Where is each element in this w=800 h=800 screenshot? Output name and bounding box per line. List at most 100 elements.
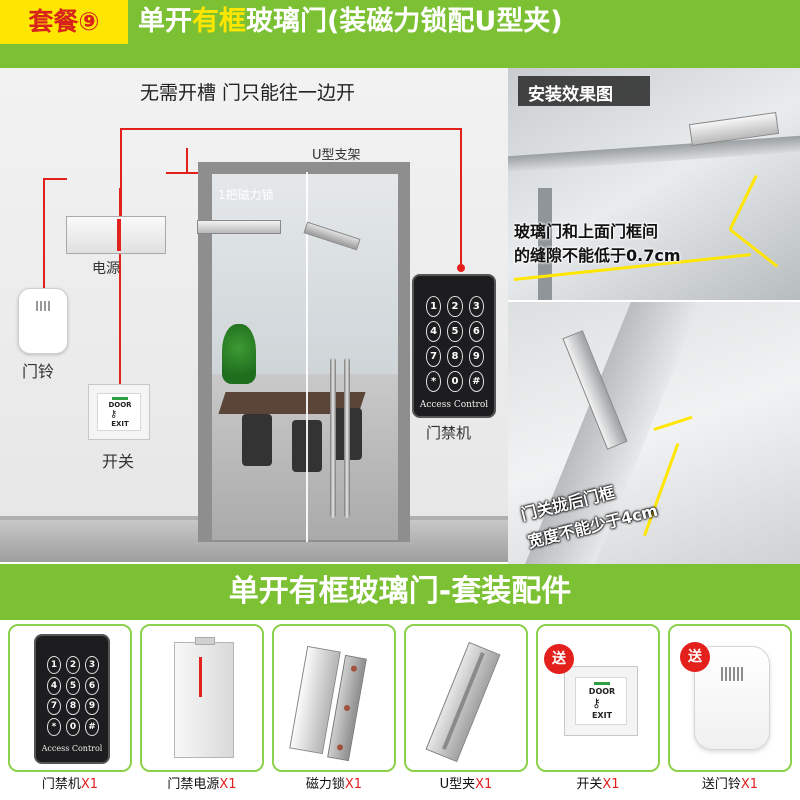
key-icon: ⚷: [110, 409, 118, 420]
switch-label: 开关: [102, 452, 135, 471]
header-bar: 套餐⑨ 单开有框玻璃门(装磁力锁配U型夹): [0, 0, 800, 68]
product-caption: 开关X1: [536, 774, 660, 796]
caption-background: [518, 76, 650, 106]
exit-switch: DOOR ⚷ EXIT: [88, 384, 150, 440]
screw: [343, 704, 351, 712]
product-qty: X1: [475, 777, 493, 792]
width-marker: [653, 415, 693, 431]
product-caption: 门禁电源X1: [140, 774, 264, 796]
keypad-brand: Access Control: [419, 400, 489, 410]
doorbell: [18, 288, 68, 354]
keypad-key: 4: [47, 676, 61, 695]
exit-indicator: [112, 397, 128, 400]
keypad-key: 6: [468, 321, 484, 342]
accessories-band: 单开有框玻璃门-套装配件: [0, 564, 800, 620]
keypad-key: 0: [447, 371, 463, 392]
product-qty: X1: [344, 777, 363, 792]
keypad-key: 8: [447, 346, 463, 367]
keypad-key: 2: [447, 296, 463, 317]
screw: [350, 665, 358, 673]
potted-plant: [222, 324, 256, 384]
glass-edge: [306, 172, 308, 542]
product-card-maglock: [272, 624, 396, 772]
product-name: 门禁机: [41, 777, 81, 792]
product-qty: X1: [80, 777, 99, 792]
product-qty: X1: [740, 777, 759, 792]
keypad-key: *: [426, 371, 442, 392]
keypad-key: 7: [47, 697, 61, 716]
keypad-key: 3: [468, 296, 484, 317]
exit-switch-face: DOOR ⚷ EXIT: [97, 393, 141, 431]
title-highlight-2: (装磁力锁配U型夹): [327, 6, 563, 37]
wire-top: [120, 128, 460, 130]
keypad-key: 0: [66, 718, 80, 736]
exit-switch-face: DOOR ⚷ EXIT: [575, 677, 627, 725]
exit-switch: DOOR ⚷ EXIT: [564, 666, 638, 736]
keypad-key: 8: [66, 697, 80, 716]
wire-switch-down: [119, 188, 121, 384]
title-part-1: 单开: [138, 6, 192, 37]
power-supply-unit: [66, 216, 166, 254]
product-name: 磁力锁: [305, 777, 345, 792]
doorbell-label: 门铃: [22, 362, 55, 381]
product-name: 门禁电源: [167, 777, 220, 792]
product-card-power: [140, 624, 264, 772]
speaker-grill: [36, 301, 52, 311]
keypad-key: #: [468, 371, 484, 392]
exit-exit-text: EXIT: [591, 711, 613, 720]
keypad-key: 5: [447, 321, 463, 342]
gap-note-line1: 玻璃门和上面门框间: [514, 222, 659, 241]
install-photo-gap: 安装效果图 玻璃门和上面门框间 的缝隙不能低于0.7cm: [508, 68, 800, 300]
exit-door-text: DOOR: [108, 401, 132, 409]
u-clamp: [425, 641, 501, 763]
keypad-key: 3: [85, 656, 99, 674]
wire-keypad-right: [457, 264, 465, 272]
scene-subtitle: 无需开槽 门只能往一边开: [140, 82, 356, 104]
page-title: 单开有框玻璃门(装磁力锁配U型夹): [138, 0, 563, 44]
wire-top-right: [460, 128, 462, 266]
speaker-grill: [721, 667, 745, 681]
keypad-key: 6: [85, 676, 99, 695]
keypad-key: 2: [66, 656, 80, 674]
product-card-switch: DOOR ⚷ EXIT 送: [536, 624, 660, 772]
keypad-key: 9: [468, 346, 484, 367]
magnetic-lock: [197, 220, 281, 234]
key-icon: ⚷: [592, 696, 601, 710]
install-photo-frame-width: 门关拢后门框 宽度不能少于4cm: [508, 302, 800, 564]
keypad-key: 1: [426, 296, 442, 317]
product-qty: X1: [602, 777, 620, 792]
keypad-key: 5: [66, 676, 80, 695]
gap-note-line2: 的缝隙不能低于0.7cm: [514, 246, 681, 265]
access-control-label: 门禁机: [426, 424, 472, 442]
keypad-key: *: [47, 718, 61, 736]
keypad-key: 9: [85, 697, 99, 716]
product-name: 开关: [576, 777, 603, 792]
glass-post: [538, 188, 552, 300]
power-supply-label: 电源: [92, 261, 120, 277]
keypad-key: #: [85, 718, 99, 736]
wire-bell-up: [43, 178, 45, 288]
wire-bell-h: [43, 178, 67, 180]
exit-exit-text: EXIT: [111, 420, 129, 428]
gift-badge: 送: [680, 642, 710, 672]
door-handle: [344, 358, 350, 518]
product-caption: 磁力锁X1: [272, 774, 396, 796]
title-part-2: 玻璃门: [246, 6, 327, 37]
door-diagram: 无需开槽 门只能往一边开 电源: [0, 68, 508, 562]
psu-mount-tab: [195, 637, 215, 645]
power-supply-unit: [174, 637, 234, 758]
exit-indicator: [594, 682, 610, 685]
wire-psu-lock-2: [186, 148, 188, 174]
top-frame: [508, 135, 800, 173]
glass-door: [212, 174, 398, 540]
gift-badge: 送: [544, 644, 574, 674]
product-name: U型夹: [439, 777, 476, 792]
keypad-key: 7: [426, 346, 442, 367]
psu-red-stripe: [117, 219, 121, 251]
magnetic-lock-label: 1把磁力锁: [218, 188, 274, 202]
package-badge: 套餐⑨: [0, 0, 128, 44]
exit-door-text: DOOR: [588, 687, 616, 696]
